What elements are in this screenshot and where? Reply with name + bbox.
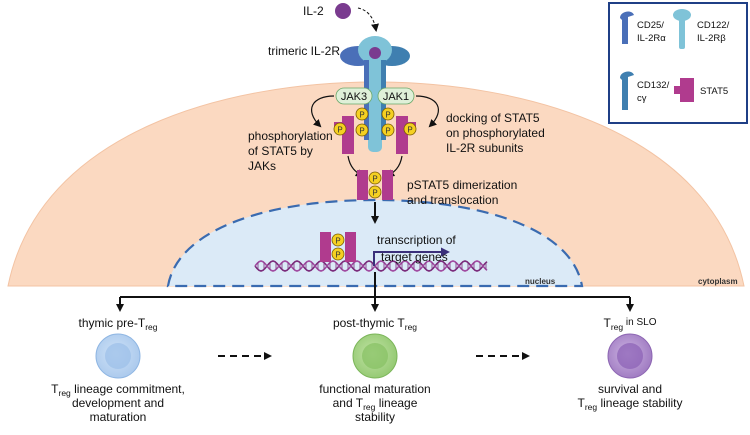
cytoplasm-label: cytoplasm	[698, 277, 738, 286]
cell-treg-in-slo-icon	[607, 333, 653, 379]
svg-text:JAK1: JAK1	[383, 91, 409, 103]
legend-cd132-label: CD132/	[637, 80, 670, 91]
phospho-label: P	[335, 251, 340, 260]
il2-binding-arrow	[357, 7, 379, 32]
phospho-icon	[368, 185, 382, 199]
legend-cd132-sub: cγ	[637, 93, 647, 104]
legend-cd25-icon	[620, 11, 634, 45]
jak1-badge: JAK1	[377, 87, 415, 105]
jak3-action-arrow	[311, 95, 335, 128]
stage-desc-line: Treg lineage commitment,	[51, 382, 185, 398]
annotation-dimerization: pSTAT5 dimerization and translocation	[407, 178, 517, 207]
annotation-docking: docking of STAT5 on phosphorylated IL-2R…	[446, 111, 545, 155]
svg-text:phosphorylation: phosphorylation	[248, 129, 333, 143]
legend-stat5-label: STAT5	[700, 86, 728, 97]
cell-post-thymic-treg-icon	[352, 333, 398, 379]
phospho-label: P	[385, 111, 390, 120]
phospho-label: P	[359, 111, 364, 120]
svg-text:IL-2R subunits: IL-2R subunits	[446, 141, 523, 155]
svg-text:transcription of: transcription of	[377, 233, 456, 247]
phospho-icon	[368, 171, 382, 185]
receptor-label: trimeric IL-2R	[268, 44, 340, 58]
stat5-docked-right: P	[396, 116, 417, 154]
legend-cd132-icon	[620, 71, 634, 110]
phospho-label: P	[372, 189, 377, 198]
il2-icon	[335, 3, 351, 19]
stage-desc-line: and Treg lineage	[333, 396, 418, 412]
legend-cd122-icon	[673, 9, 691, 49]
phospho-label: P	[337, 126, 342, 135]
nucleus-label: nucleus	[525, 277, 556, 286]
svg-text:pSTAT5 dimerization: pSTAT5 dimerization	[407, 178, 517, 192]
svg-text:on phosphorylated: on phosphorylated	[446, 126, 545, 140]
cell-thymic-pre-treg-icon	[95, 333, 141, 379]
stage-desc-line: stability	[355, 410, 395, 424]
stage-title-post-thymic: post-thymic Treg	[333, 316, 417, 332]
svg-text:JAKs: JAKs	[248, 159, 276, 173]
stage-desc-line: Treg lineage stability	[577, 396, 682, 412]
dna-helix-icon	[254, 260, 488, 272]
legend-cd25-label: CD25/	[637, 20, 664, 31]
legend-cd122-sub: IL-2Rβ	[697, 33, 726, 44]
legend-cd25-sub: IL-2Rα	[637, 33, 666, 44]
branch-arrows	[116, 272, 634, 312]
stage-desc-thymic: Treg lineage commitment,development andm…	[51, 382, 185, 424]
stage-desc-line: survival and	[598, 382, 662, 396]
svg-text:of STAT5 by: of STAT5 by	[248, 144, 313, 158]
annotation-transcription: transcription of target genes	[377, 233, 456, 264]
phospho-icon	[403, 122, 417, 136]
stage-title-slo: Treg in SLO	[604, 316, 657, 332]
phospho-icon	[381, 107, 395, 121]
jak1-action-arrow	[415, 95, 439, 128]
stat5-docked-left: P	[333, 116, 354, 154]
phospho-icon	[333, 122, 347, 136]
transcription-arrow	[373, 247, 450, 266]
svg-text:JAK3: JAK3	[341, 91, 367, 103]
stage-desc-line: maturation	[90, 410, 147, 424]
phospho-icon	[331, 247, 345, 261]
receptor-phospho-sites: P P P P	[355, 107, 395, 137]
svg-text:target genes: target genes	[381, 250, 448, 264]
phospho-label: P	[372, 175, 377, 184]
svg-text:and translocation: and translocation	[407, 193, 498, 207]
phospho-icon	[381, 123, 395, 137]
legend-cd122-label: CD122/	[697, 20, 730, 31]
stage-title-thymic: thymic pre-Treg	[79, 316, 158, 332]
phospho-icon	[331, 233, 345, 247]
phospho-label: P	[385, 127, 390, 136]
legend-stat5-icon	[674, 78, 694, 102]
stage-desc-line: development and	[72, 396, 164, 410]
il2-label: IL-2	[303, 4, 324, 18]
phospho-label: P	[359, 127, 364, 136]
stage-desc-line: functional maturation	[319, 382, 430, 396]
phospho-label: P	[407, 126, 412, 135]
pstat5-dimer: P P	[357, 170, 393, 200]
phospho-label: P	[335, 237, 340, 246]
legend: CD25/ IL-2Rα CD122/ IL-2Rβ CD132/ cγ STA…	[608, 2, 748, 124]
annotation-phosphorylation: phosphorylation of STAT5 by JAKs	[248, 129, 333, 173]
nucleus-region	[166, 198, 584, 288]
jak3-badge: JAK3	[335, 87, 373, 105]
phospho-icon	[355, 123, 369, 137]
phospho-icon	[355, 107, 369, 121]
svg-text:docking of STAT5: docking of STAT5	[446, 111, 540, 125]
pstat5-dimer-on-dna: P P	[320, 232, 356, 262]
